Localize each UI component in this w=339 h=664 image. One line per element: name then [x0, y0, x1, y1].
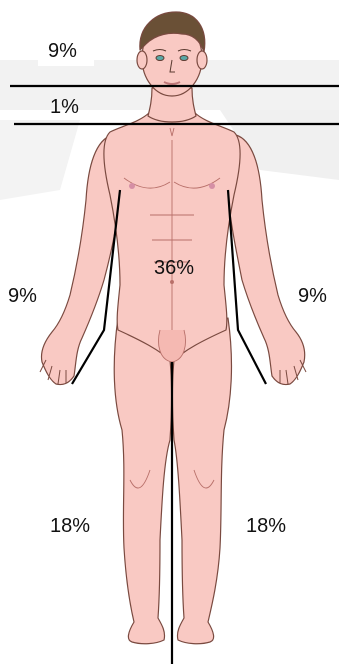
- left-leg: [173, 318, 232, 644]
- right-ear: [197, 51, 207, 69]
- neck-percent-label: 1%: [50, 96, 79, 118]
- left-leg-percent-label: 18%: [246, 515, 286, 537]
- left-arm-percent-label: 9%: [298, 285, 327, 307]
- right-arm-percent-label: 9%: [8, 285, 37, 307]
- right-leg: [114, 318, 171, 644]
- left-ear: [137, 51, 147, 69]
- head-percent-label: 9%: [48, 40, 77, 62]
- trunk-percent-label: 36%: [154, 257, 194, 279]
- right-leg-percent-label: 18%: [50, 515, 90, 537]
